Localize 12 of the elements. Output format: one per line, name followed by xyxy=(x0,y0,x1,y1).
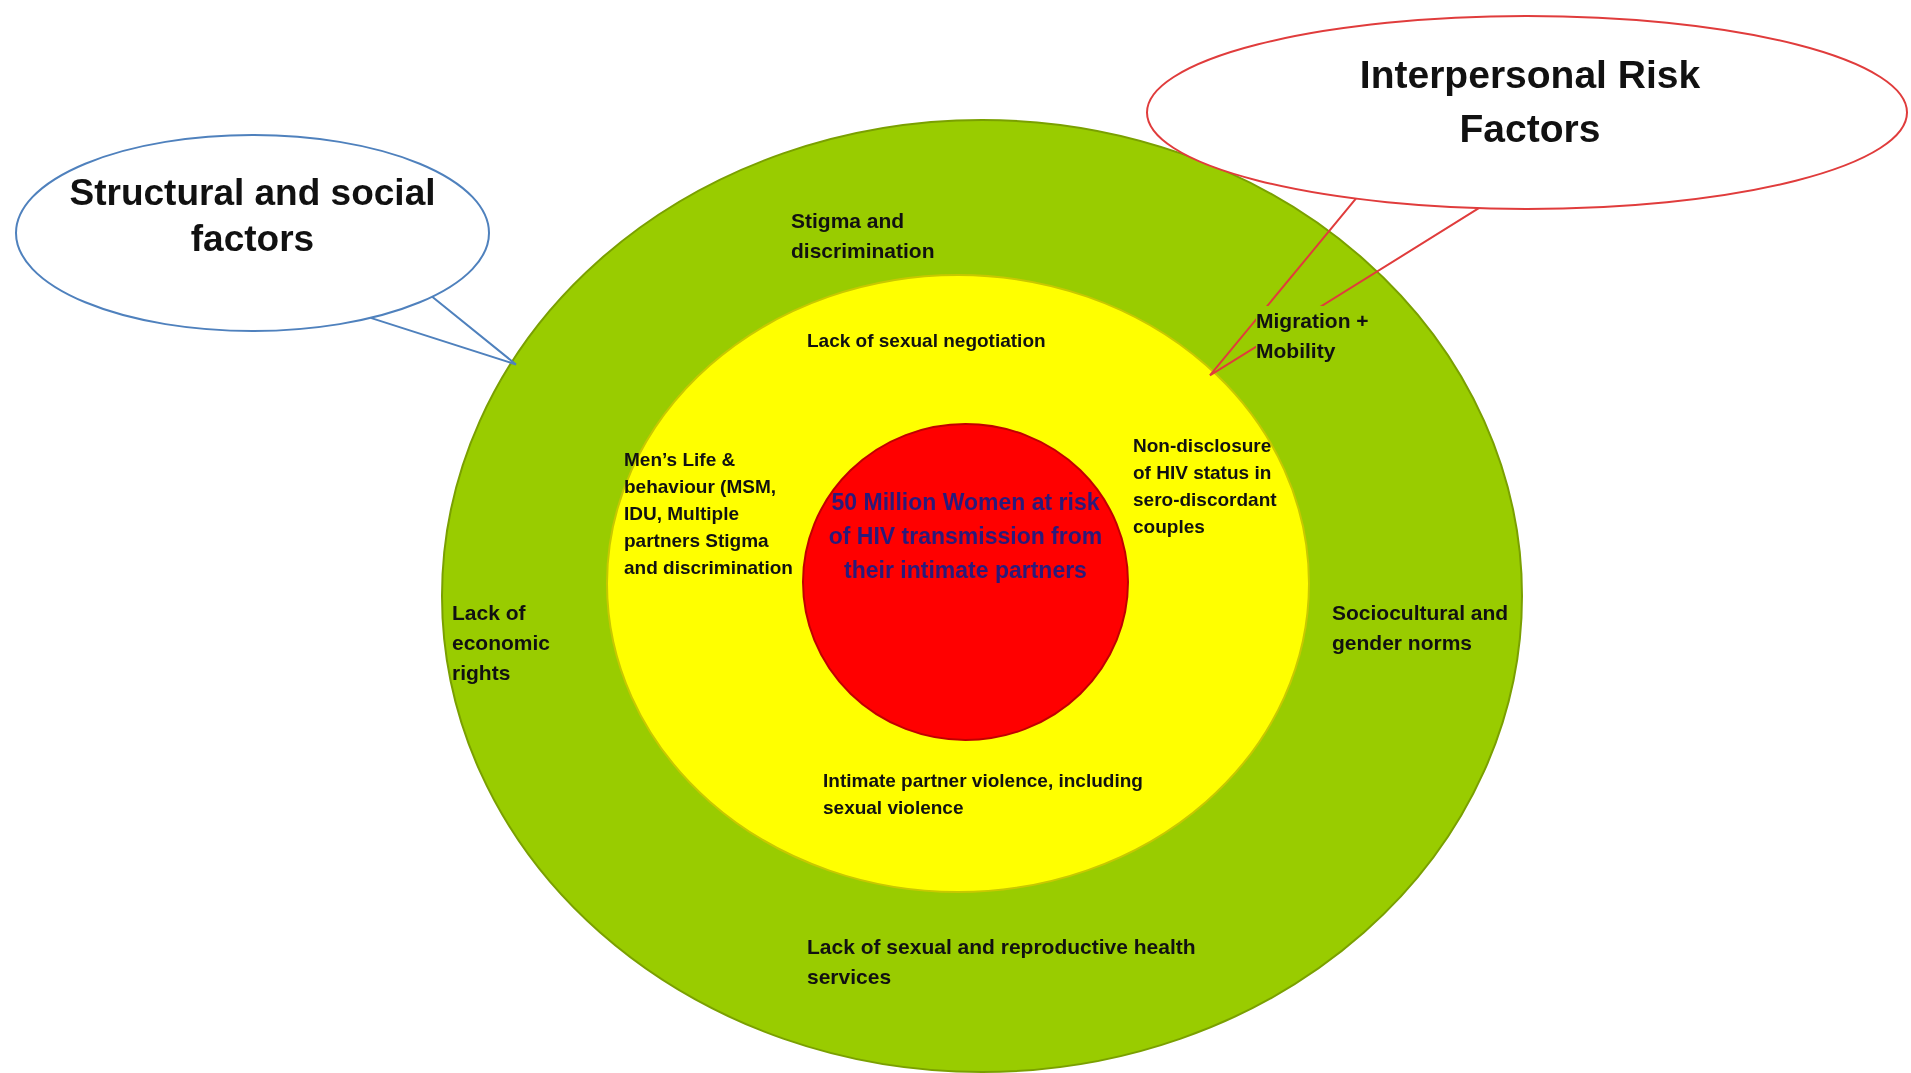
factor-label: Lack of economic rights xyxy=(452,600,552,686)
factor-label: Men’s Life & behaviour (MSM, IDU, Multiple partners Stigma and discrimination xyxy=(624,448,794,580)
factor-label: Non-disclosure of HIV status in sero-discordant couples xyxy=(1133,434,1278,539)
factor-label: Lack of sexual negotiation xyxy=(807,329,1047,353)
callout-title: Structural and social factors xyxy=(68,171,437,261)
factor-label: Lack of sexual and reproductive health services xyxy=(807,934,1197,990)
factor-label: Intimate partner violence, including sexual violence xyxy=(823,769,1144,820)
callout-title: Interpersonal Risk Factors xyxy=(1358,52,1702,152)
factor-label: Stigma and discrimination xyxy=(791,208,936,264)
factor-label: Sociocultural and gender norms xyxy=(1332,600,1510,656)
speech-bubble-tail xyxy=(369,295,518,366)
factor-label: 50 Million Women at risk of HIV transmission from their intimate partners xyxy=(827,488,1104,585)
